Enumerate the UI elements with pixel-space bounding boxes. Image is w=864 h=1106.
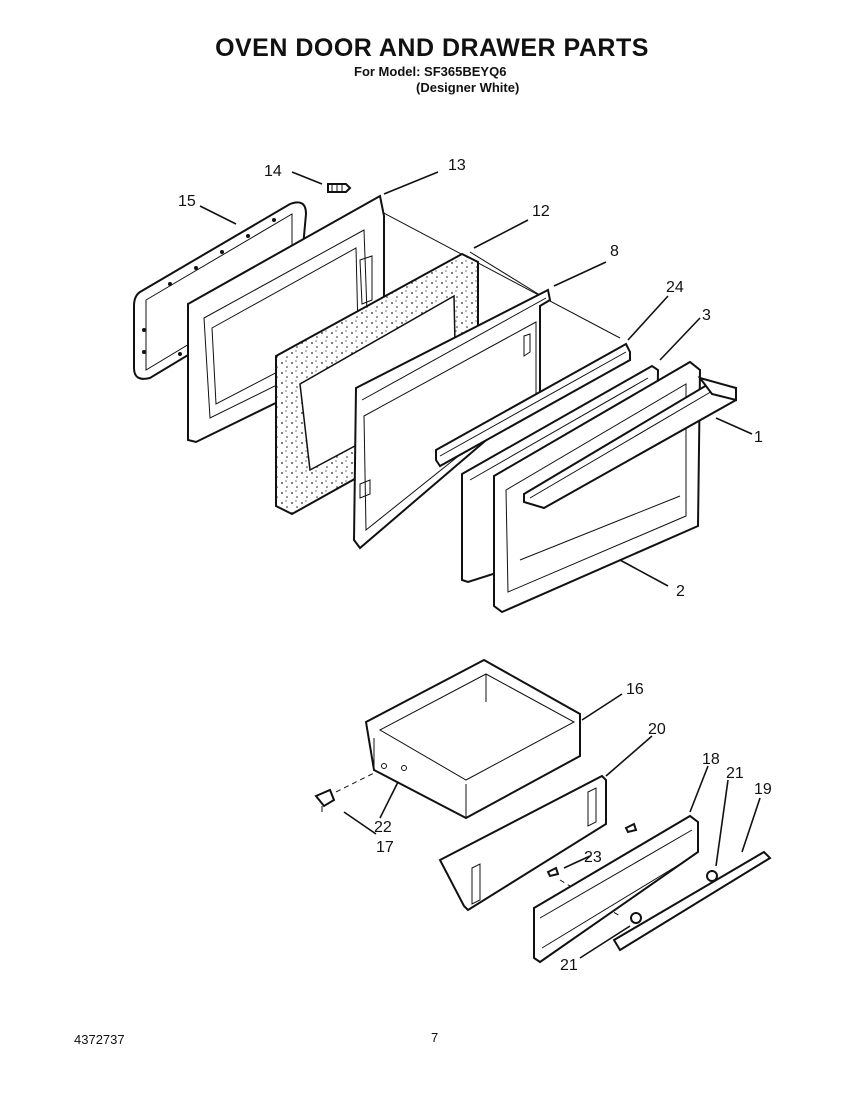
- document-number: 4372737: [74, 1032, 125, 1047]
- part-16-drawer: [364, 658, 581, 820]
- page-title: OVEN DOOR AND DRAWER PARTS: [215, 34, 649, 62]
- callout-22: 22: [374, 819, 392, 836]
- variant-line: (Designer White): [416, 80, 520, 95]
- callout-8: 8: [610, 243, 619, 260]
- model-line: For Model: SF365BEYQ6: [354, 64, 507, 79]
- callout-13: 13: [448, 157, 466, 174]
- callout-21-upper: 21: [726, 765, 744, 782]
- callout-15: 15: [178, 193, 196, 210]
- callout-17: 17: [376, 839, 394, 856]
- callout-14: 14: [264, 163, 282, 180]
- part-17-clip: [314, 788, 336, 812]
- part-21-washer: [630, 870, 718, 924]
- callout-21-lower: 21: [560, 957, 578, 974]
- part-1-door-handle: [523, 376, 737, 510]
- callout-19: 19: [754, 781, 772, 798]
- callout-12: 12: [532, 203, 550, 220]
- callout-1: 1: [754, 429, 763, 446]
- callout-2: 2: [676, 583, 685, 600]
- part-14-screw: [327, 183, 352, 193]
- callout-16: 16: [626, 681, 644, 698]
- part-18-drawer-trim: [533, 814, 699, 964]
- page-number: 7: [431, 1030, 439, 1045]
- callout-20: 20: [648, 721, 666, 738]
- part-23-screw: [546, 822, 638, 878]
- callout-3: 3: [702, 307, 711, 324]
- leader-lines: [199, 171, 761, 959]
- callout-23: 23: [584, 849, 602, 866]
- callout-18: 18: [702, 751, 720, 768]
- part-24-bracket: [435, 342, 631, 468]
- part-20-drawer-front: [438, 774, 607, 912]
- callout-24: 24: [666, 279, 684, 296]
